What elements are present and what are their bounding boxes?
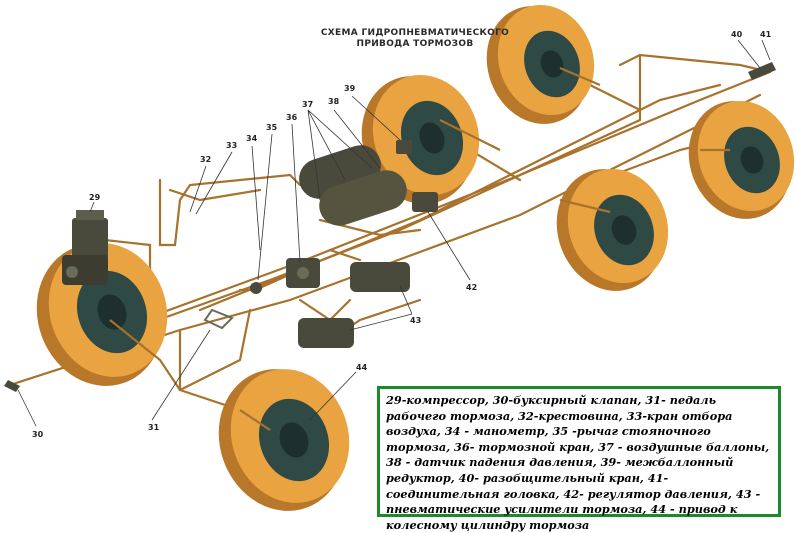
front-pipes [109, 66, 730, 431]
wheel-rear-left [486, 4, 595, 124]
air-cylinders [299, 145, 407, 226]
pressure-gauge [250, 282, 262, 294]
leader-lines [17, 39, 771, 427]
callout-33: 33 [226, 141, 237, 150]
callout-37: 37 [302, 100, 313, 109]
brake-pedal [203, 308, 234, 330]
diagram-title: СХЕМА ГИДРОПНЕВМАТИЧЕСКОГО ПРИВОДА ТОРМО… [320, 28, 510, 50]
callout-36: 36 [286, 113, 298, 122]
callout-29: 29 [89, 193, 101, 202]
wheel-front-right [218, 369, 350, 511]
callout-43: 43 [410, 316, 421, 325]
callout-38: 38 [328, 97, 340, 106]
brake-valve [286, 258, 320, 288]
legend-box: 29-компрессор, 30-буксирный клапан, 31- … [377, 386, 781, 532]
callout-32: 32 [200, 155, 211, 164]
pressure-regulator [412, 192, 438, 212]
callout-35: 35 [266, 123, 278, 132]
callout-34: 34 [246, 134, 258, 143]
compressor [62, 210, 108, 285]
title-line-1: СХЕМА ГИДРОПНЕВМАТИЧЕСКОГО [320, 28, 510, 38]
callout-44: 44 [356, 363, 368, 372]
legend-text: 29-компрессор, 30-буксирный клапан, 31- … [386, 393, 770, 532]
coupling-head [4, 62, 776, 392]
wheel-rear-right [688, 100, 795, 219]
twin-cylinder-reducer [396, 140, 412, 154]
callout-40: 40 [731, 30, 743, 39]
callout-39: 39 [344, 84, 356, 93]
title-line-2: ПРИВОДА ТОРМОЗОВ [356, 39, 474, 49]
wheel-middle-right [556, 168, 669, 291]
callout-42: 42 [466, 283, 477, 292]
callout-41: 41 [760, 30, 772, 39]
callout-31: 31 [148, 423, 160, 432]
pneumatic-boosters [298, 262, 410, 348]
callout-30: 30 [32, 430, 44, 439]
